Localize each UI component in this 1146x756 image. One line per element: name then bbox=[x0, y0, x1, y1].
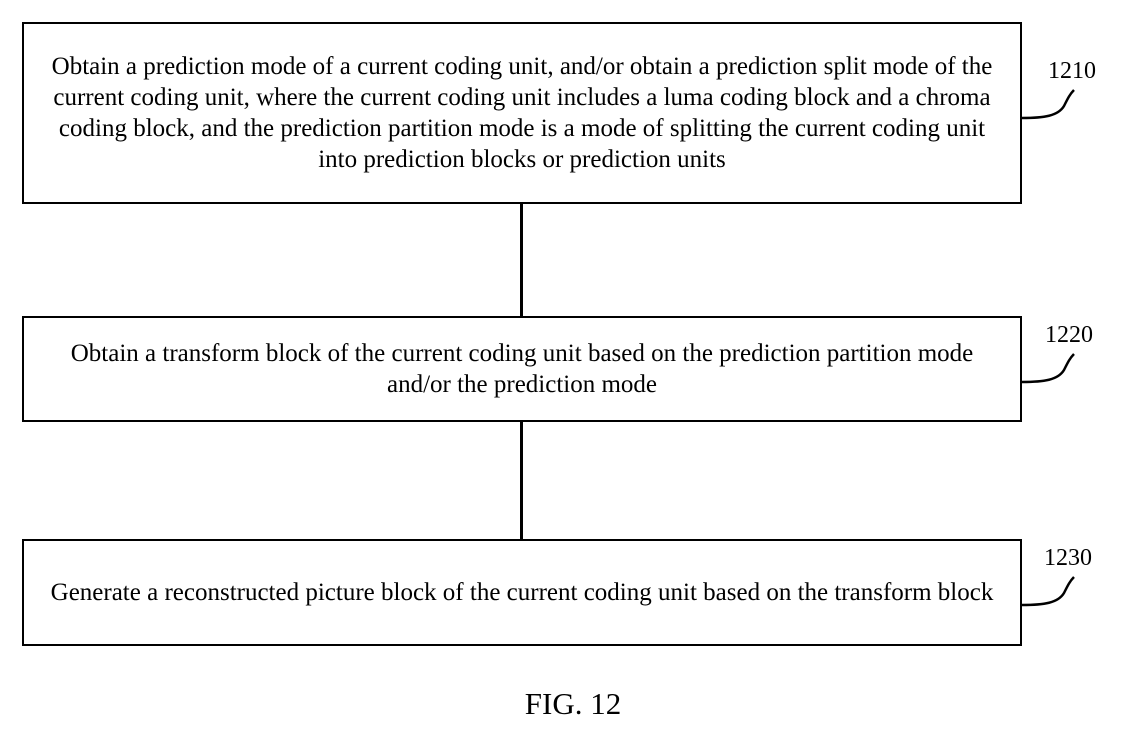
leader-line-1230 bbox=[1018, 573, 1078, 613]
step-text-1210: Obtain a prediction mode of a current co… bbox=[38, 51, 1006, 175]
step-box-1220: Obtain a transform block of the current … bbox=[22, 316, 1022, 422]
ref-label-1220: 1220 bbox=[1045, 322, 1093, 348]
ref-label-1230: 1230 bbox=[1044, 545, 1092, 571]
step-box-1230: Generate a reconstructed picture block o… bbox=[22, 539, 1022, 646]
step-text-1220: Obtain a transform block of the current … bbox=[38, 338, 1006, 400]
connector-1220-1230 bbox=[520, 422, 523, 539]
figure-caption: FIG. 12 bbox=[0, 686, 1146, 722]
leader-line-1210 bbox=[1018, 86, 1078, 126]
ref-label-1210: 1210 bbox=[1048, 58, 1096, 84]
connector-1210-1220 bbox=[520, 204, 523, 316]
leader-line-1220 bbox=[1018, 350, 1078, 390]
step-text-1230: Generate a reconstructed picture block o… bbox=[38, 577, 1006, 608]
step-box-1210: Obtain a prediction mode of a current co… bbox=[22, 22, 1022, 204]
